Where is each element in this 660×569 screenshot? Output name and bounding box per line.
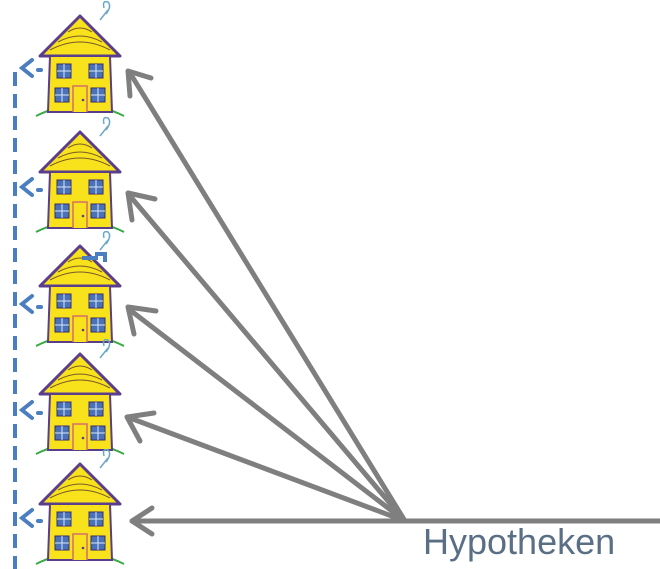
house-icon-5 bbox=[34, 448, 126, 566]
blue-arrow-4 bbox=[18, 400, 34, 420]
gray-arrow-4 bbox=[127, 415, 408, 524]
house-icon-2 bbox=[34, 116, 126, 234]
gray-arrow-3 bbox=[127, 307, 408, 524]
blue-arrows bbox=[18, 58, 43, 528]
gray-arrows bbox=[124, 68, 660, 537]
blue-arrow-5 bbox=[18, 508, 34, 528]
house-icon-3 bbox=[34, 230, 126, 348]
gray-arrow-2 bbox=[127, 193, 408, 524]
house-3-chimney-detail bbox=[82, 252, 107, 262]
blue-arrow-3 bbox=[18, 294, 34, 314]
blue-arrow-2 bbox=[18, 177, 34, 197]
blue-arrow-1 bbox=[18, 58, 34, 78]
house-icon-1 bbox=[34, 0, 126, 118]
hypotheken-label: Hypotheken bbox=[423, 521, 616, 562]
house-icon-4 bbox=[34, 338, 126, 456]
gray-arrow-1 bbox=[127, 70, 408, 524]
